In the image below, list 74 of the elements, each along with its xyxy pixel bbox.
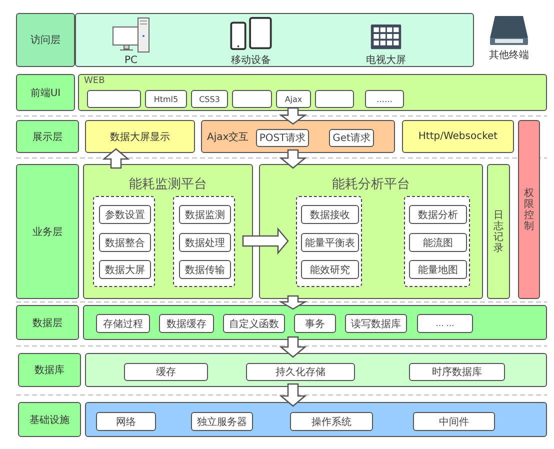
layer-tag: 访问层	[16, 13, 75, 67]
module-box: 独立服务器	[191, 412, 253, 431]
module-box: 参数设置	[99, 205, 151, 224]
block-arrow	[279, 383, 307, 407]
layer-tag: 前端UI	[16, 74, 75, 111]
platform-title: 能耗监测平台	[129, 176, 207, 193]
dashed-group	[404, 196, 470, 287]
module-box	[87, 90, 141, 108]
panel-title: Ajax交互	[207, 130, 249, 144]
layer-panel	[85, 353, 547, 387]
block-arrow	[279, 336, 307, 358]
module-box: 中间件	[413, 412, 495, 431]
layer-panel	[85, 402, 547, 437]
module-box: 缓存	[124, 363, 208, 381]
layer-panel	[75, 13, 474, 67]
module-box: 能量平衡表	[301, 233, 359, 252]
layer-tag: 数据库	[18, 353, 81, 387]
module-box: POST请求	[256, 129, 309, 147]
layer-tag: 展示层	[16, 120, 79, 153]
block-arrow	[102, 148, 130, 169]
dashed-group	[296, 196, 362, 287]
side-panel	[487, 164, 510, 299]
module-box: 数据处理	[179, 233, 231, 252]
module-box	[315, 90, 354, 108]
module-box: … …	[417, 314, 473, 333]
layer-panel: 数据大屏显示	[85, 120, 195, 153]
module-box: 数据接收	[301, 205, 359, 224]
module-box: 能量地图	[409, 260, 467, 279]
module-box: 持久化存储	[246, 363, 355, 381]
module-box: CSS3	[191, 90, 228, 108]
block-arrow	[278, 295, 308, 310]
module-box: 能流图	[409, 233, 467, 252]
layer-panel	[78, 74, 547, 111]
module-box: 时序数据库	[409, 363, 505, 381]
layer-panel	[83, 305, 547, 340]
vertical-label: 权限控制	[524, 188, 534, 232]
vertical-label: 日志记录	[494, 210, 504, 254]
module-box: 数据分析	[409, 205, 467, 224]
platform-title: 能耗分析平台	[332, 176, 410, 193]
layer-panel	[201, 120, 395, 153]
module-box: 读写数据库	[345, 314, 407, 333]
module-box: ……	[365, 90, 404, 108]
layer-tag: 业务层	[16, 164, 79, 299]
dashed-group	[93, 196, 155, 287]
module-box: 自定义函数	[223, 314, 285, 333]
block-arrow	[279, 149, 307, 169]
device-label: 移动设备	[231, 54, 271, 67]
block-arrow	[242, 227, 289, 255]
device-label: 其他终端	[489, 48, 529, 62]
layer-tag: 数据层	[16, 305, 79, 340]
device-label: PC	[124, 55, 138, 66]
module-box: 操作系统	[290, 412, 373, 431]
layer-tag: 基础设施	[18, 402, 81, 437]
platform-panel	[259, 164, 483, 299]
module-box: 数据大屏	[99, 260, 151, 279]
platform-panel	[83, 164, 253, 299]
module-box: 网络	[96, 412, 156, 431]
panel-title: WEB	[84, 76, 105, 86]
module-box: 数据缓存	[159, 314, 214, 333]
module-box: Html5	[145, 90, 187, 108]
layer-panel: Http/Websocket	[402, 120, 514, 153]
dashed-group	[173, 196, 235, 287]
block-arrow	[279, 107, 307, 125]
module-box: Get请求	[329, 129, 374, 147]
module-box: 存储过程	[96, 314, 150, 333]
module-box: 能效研究	[301, 260, 359, 279]
device-label: 电视大屏	[366, 54, 406, 67]
module-box: Ajax	[276, 90, 311, 108]
module-box	[232, 90, 272, 108]
module-box: 数据整合	[99, 233, 151, 252]
module-box: 事务	[294, 314, 336, 333]
side-panel	[518, 120, 540, 299]
module-box: 数据传输	[179, 260, 231, 279]
module-box: 数据监测	[179, 205, 231, 224]
